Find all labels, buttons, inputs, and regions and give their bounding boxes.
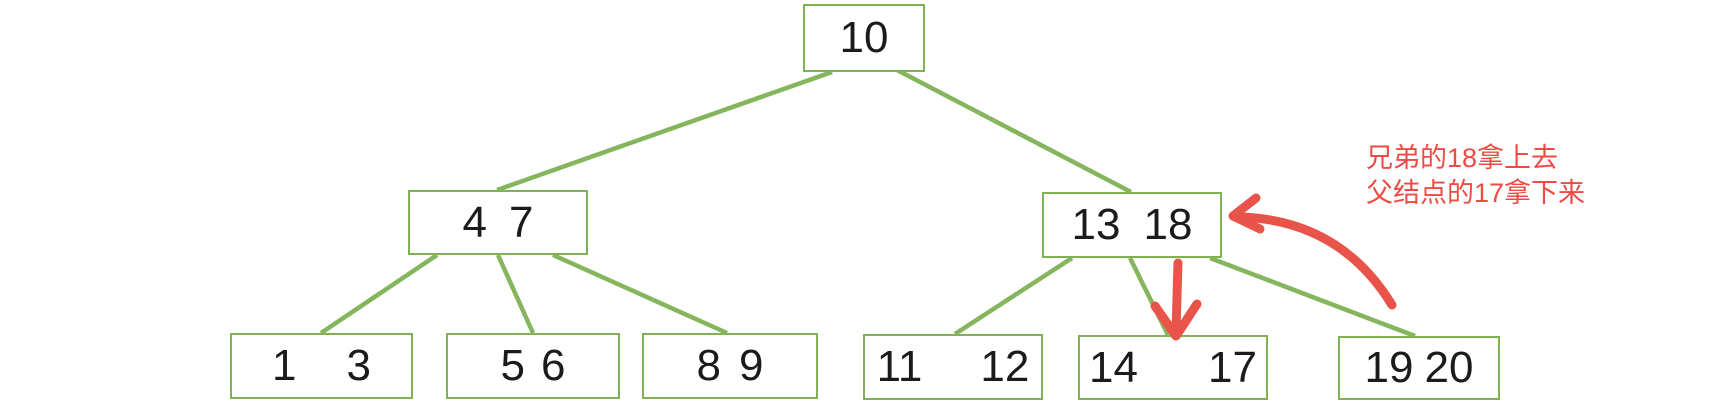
node-key: 8 [696,341,721,390]
tree-node-4-7: 4 7 [408,190,588,255]
node-key: 1 [272,341,297,390]
node-key: 13 [1071,200,1121,249]
edge-13-18-to-11-12 [953,256,1074,336]
tree-node-10: 10 [803,4,925,72]
node-key: 14 [1089,342,1138,392]
node-key: 9 [739,341,764,390]
node-key: 7 [509,197,534,247]
edge-10-to-4-7 [496,69,833,193]
down-arrow-icon [1150,258,1202,341]
annotation-line-2: 父结点的17拿下来 [1366,178,1586,208]
node-key: 12 [980,342,1030,391]
annotation-line-1: 兄弟的18拿上去 [1366,143,1559,173]
edge-13-18-to-14-17 [1127,257,1171,336]
tree-node-19-20: 19 20 [1338,336,1500,400]
node-key: 18 [1143,200,1193,249]
tree-node-14-17: 14 17 [1078,335,1268,400]
tree-node-11-12: 11 12 [863,334,1043,400]
node-key: 20 [1424,343,1474,392]
annotation-text: 兄弟的18拿上去 父结点的17拿下来 [1366,141,1585,211]
edge-10-to-13-18 [895,68,1133,194]
edge-4-7-to-5-6 [495,254,536,334]
tree-node-13-18: 13 18 [1042,192,1222,258]
edge-13-18-to-19-20 [1209,255,1416,339]
node-key: 4 [462,197,487,247]
node-key: 6 [541,341,566,390]
node-key: 17 [1208,342,1257,392]
node-key: 11 [876,342,923,391]
node-key: 3 [346,341,371,390]
edge-4-7-to-8-9 [552,252,728,336]
node-key: 19 [1364,343,1414,392]
tree-node-1-3: 1 3 [230,333,413,399]
node-key: 5 [500,341,525,390]
tree-node-5-6: 5 6 [446,333,620,399]
curved-arrow-icon [1228,193,1397,310]
edge-4-7-to-1-3 [319,253,439,335]
node-key: 10 [839,13,889,62]
tree-node-8-9: 8 9 [642,333,818,399]
